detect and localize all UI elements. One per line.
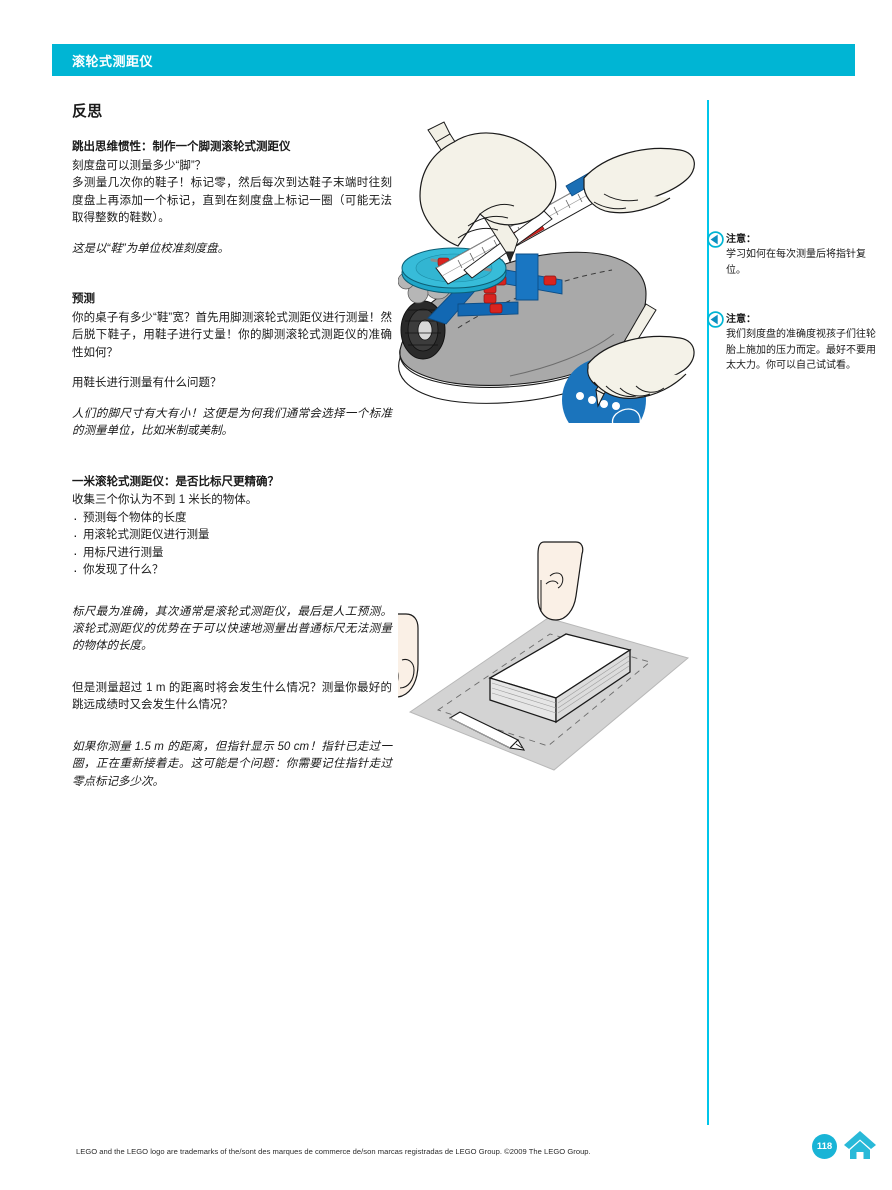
block-1-paragraph-2: 多测量几次你的鞋子！标记零，然后每次到达鞋子末端时往刻度盘上再添加一个标记，直到… (72, 177, 392, 225)
page-title: 滚轮式测距仪 (72, 54, 154, 69)
block-2-paragraph-2: 用鞋长进行测量有什么问题？ (72, 377, 222, 390)
block-1-italic-note: 这是以“鞋”为单位校准刻度盘。 (72, 242, 230, 255)
header-bar (52, 44, 855, 76)
note-marker-icon (707, 311, 724, 328)
block-2-paragraph-1: 你的桌子有多少“鞋”宽？首先用脚测滚轮式测距仪进行测量！然后脱下鞋子，用鞋子进行… (72, 311, 392, 359)
spacer (72, 228, 392, 241)
block-1-paragraph-1: 刻度盘可以测量多少“脚”？ (72, 159, 207, 172)
illustration-shoe-rolling-measurer (397, 118, 698, 442)
spacer (72, 261, 392, 291)
main-content-column: 反思 跳出思维惯性：制作一个脚测滚轮式测距仪 刻度盘可以测量多少“脚”？ 多测量… (72, 100, 392, 794)
note-marker-icon (707, 231, 724, 248)
spacer (72, 656, 392, 680)
note-2-body: 我们刻度盘的准确度视孩子们往轮胎上施加的压力而定。最好不要用太大力。你可以自己试… (726, 329, 876, 371)
block-3-italic-note-2: 如果你测量 1.5 m 的距离，但指针显示 50 cm！指针已走过一圈，正在重新… (72, 740, 392, 788)
list-item: 你发现了什么？ (72, 561, 392, 580)
section-title: 反思 (72, 103, 103, 120)
block-2-heading: 预测 (72, 293, 95, 306)
page-number-badge: 118 (812, 1134, 837, 1159)
block-2-italic-note: 人们的脚尺寸有大有小！这便是为何我们通常会选择一个标准的测量单位，比如米制或美制… (72, 407, 392, 438)
content-block-2: 预测 你的桌子有多少“鞋”宽？首先用脚测滚轮式测距仪进行测量！然后脱下鞋子，用鞋… (72, 291, 392, 440)
block-3-heading: 一米滚轮式测距仪：是否比标尺更精确？ (72, 475, 279, 488)
spacer (72, 393, 392, 406)
spacer (72, 444, 392, 474)
block-3-italic-note: 标尺最为准确，其次通常是滚轮式测距仪，最后是人工预测。滚轮式测距仪的优势在于可以… (72, 605, 392, 653)
list-item: 用标尺进行测量 (72, 544, 392, 563)
block-3-paragraph-2: 但是测量超过 1 m 的距离时将会发生什么情况？测量你最好的跳远成绩时又会发生什… (72, 681, 392, 712)
block-1-heading: 跳出思维惯性：制作一个脚测滚轮式测距仪 (72, 141, 291, 153)
block-3-bullet-list: 预测每个物体的长度 用滚轮式测距仪进行测量 用标尺进行测量 你发现了什么？ (72, 509, 392, 580)
list-item: 预测每个物体的长度 (72, 509, 392, 528)
list-item: 用滚轮式测距仪进行测量 (72, 526, 392, 545)
note-1-title: 注意： (726, 234, 756, 245)
sidebar-divider-line (707, 100, 709, 1125)
spacer (72, 715, 392, 739)
footer-legal-text: LEGO and the LEGO logo are trademarks of… (76, 1147, 591, 1156)
content-block-3: 一米滚轮式测距仪：是否比标尺更精确？ 收集三个你认为不到 1 米长的物体。 预测… (72, 474, 392, 792)
home-icon[interactable] (843, 1130, 877, 1160)
illustration-table-book-pencil (377, 540, 698, 775)
note-callout-1: 注意： 学习如何在每次测量后将指针复位。 (707, 231, 878, 278)
spacer (72, 580, 392, 604)
block-3-paragraph-1: 收集三个你认为不到 1 米长的物体。 (72, 494, 258, 507)
content-block-1: 跳出思维惯性：制作一个脚测滚轮式测距仪 刻度盘可以测量多少“脚”？ 多测量几次你… (72, 139, 392, 258)
note-callout-2: 注意： 我们刻度盘的准确度视孩子们往轮胎上施加的压力而定。最好不要用太大力。你可… (707, 311, 878, 374)
note-2-title: 注意： (726, 314, 756, 325)
note-1-body: 学习如何在每次测量后将指针复位。 (726, 249, 866, 276)
spacer (72, 362, 392, 375)
